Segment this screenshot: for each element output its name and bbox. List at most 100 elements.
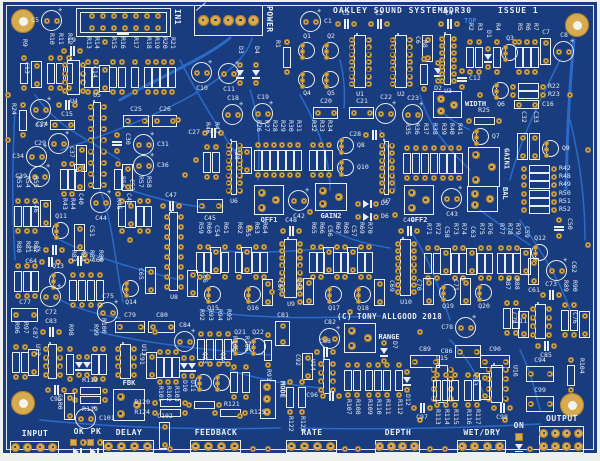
resistor-R107 (343, 362, 353, 398)
ref-label-R75: R75 (478, 223, 486, 235)
ref-label-C51: C51 (88, 225, 96, 237)
ref-label-R37: R37 (422, 123, 430, 135)
capacitor-C54 (210, 247, 222, 275)
via (182, 172, 188, 178)
ref-label-WET/DRY: WET/DRY (463, 428, 501, 437)
capacitor-C58 (440, 248, 452, 276)
ic-U1 (348, 33, 373, 90)
mounting-hole (11, 9, 35, 33)
ref-label-R5: R5 (516, 23, 524, 31)
ref-label-C98: C98 (496, 413, 508, 421)
resistor-R103 (171, 349, 181, 385)
capacitor-C101: + (75, 405, 97, 430)
ref-label-R103: R103 (173, 386, 181, 402)
capacitor-C65 (145, 267, 157, 295)
capacitor-C62: + (546, 257, 568, 282)
resistor-R73 (450, 245, 460, 281)
capacitor-C70 (423, 278, 435, 306)
via (512, 39, 518, 45)
capacitor-C49 (398, 226, 420, 236)
ref-label-IN1: IN1 (173, 9, 182, 25)
board-title-issue: ISSUE 1 (498, 6, 539, 15)
resistor-R29 (277, 142, 287, 178)
ic-U5 (87, 100, 108, 191)
ref-label-C18: C18 (227, 94, 239, 102)
ref-label-R99: R99 (92, 324, 100, 336)
ref-label-R30: R30 (287, 120, 295, 132)
ref-label-C84: C84 (179, 321, 191, 329)
via (193, 157, 199, 163)
resistor-R41 (454, 145, 464, 181)
trimmer-OFF2 (403, 184, 435, 216)
ref-label-C23: C23 (407, 94, 419, 102)
ref-label-C33: C33 (532, 111, 540, 123)
ref-label-GAIN1: GAIN1 (502, 147, 511, 169)
mounting-hole (11, 391, 35, 415)
resistor-R39 (438, 145, 448, 181)
ref-label-C21: C21 (356, 96, 368, 105)
resistor-R32 (308, 142, 318, 178)
capacitor-C48 (280, 226, 302, 236)
resistor-R87 (502, 300, 512, 336)
via (477, 92, 483, 98)
capacitor-C32 (517, 133, 529, 161)
ref-label-OK: OK (73, 427, 85, 436)
transistor-Q18 (354, 286, 372, 304)
resistor-R13 (83, 59, 93, 95)
transistor-Q14 (122, 280, 140, 298)
ref-label-R6: R6 (524, 23, 532, 31)
ref-label-C47: C47 (165, 191, 177, 199)
ref-label-R61: R61 (222, 222, 230, 234)
diode-D2 (433, 60, 443, 84)
capacitor-C53 (125, 201, 137, 229)
transistor-Q11 (52, 222, 70, 240)
resistor-R62 (234, 244, 244, 280)
capacitor-C33 (529, 133, 541, 161)
transistor-Q15 (204, 286, 222, 304)
resistor-R52 (521, 205, 557, 215)
resistor-R96 (11, 344, 21, 380)
ref-label-R38: R38 (431, 123, 439, 135)
ref-label-C68: C68 (295, 279, 303, 291)
ref-label-R47: R47 (213, 122, 221, 134)
via (167, 446, 173, 452)
ic-U12 (42, 342, 64, 381)
ref-label-C78: C78 (441, 323, 453, 331)
ref-label-Q24: Q24 (219, 352, 227, 364)
ref-label-D7: D7 (391, 341, 399, 349)
ref-label-C65: C65 (137, 268, 145, 280)
via (585, 242, 591, 248)
led-ON (513, 433, 525, 453)
resistor-R75 (476, 245, 486, 281)
ref-label-U9: U9 (287, 300, 295, 308)
resistor-R123 (297, 379, 307, 415)
ref-label-C95: C95 (50, 395, 62, 403)
ref-label-DEPTH: DEPTH (384, 428, 412, 437)
connector-WET/DRY (457, 440, 507, 453)
ref-label-D1: D1 (485, 30, 493, 38)
capacitor-C36: + (133, 152, 155, 177)
ref-label-U15: U15 (436, 353, 448, 362)
via (175, 117, 181, 123)
resistor-R70 (364, 244, 374, 280)
ref-label-C76: C76 (571, 312, 579, 324)
ref-label-C58: C58 (443, 226, 451, 238)
connector-RATE (286, 440, 338, 453)
capacitor-C72: + (40, 283, 62, 308)
ref-label-R87: R87 (504, 278, 512, 290)
ref-label-Q6: Q6 (497, 100, 505, 108)
capacitor-C85 (535, 341, 557, 351)
ref-label-R67: R67 (334, 222, 342, 234)
ref-label-U4: U4 (70, 97, 78, 105)
resistor-R117 (472, 372, 482, 408)
ref-label-R13: R13 (85, 37, 93, 49)
ref-label-R35: R35 (404, 123, 412, 135)
transistor-Q21 (231, 338, 249, 356)
ref-label-R123: R123 (299, 416, 307, 432)
ref-label-C94: C94 (534, 355, 546, 364)
ref-label-C93: C93 (471, 374, 479, 386)
ref-label-C101: C101 (99, 414, 115, 422)
ref-label-Q23: Q23 (201, 352, 209, 364)
resistor-R110 (373, 362, 383, 398)
ref-label-R28: R28 (271, 120, 279, 132)
